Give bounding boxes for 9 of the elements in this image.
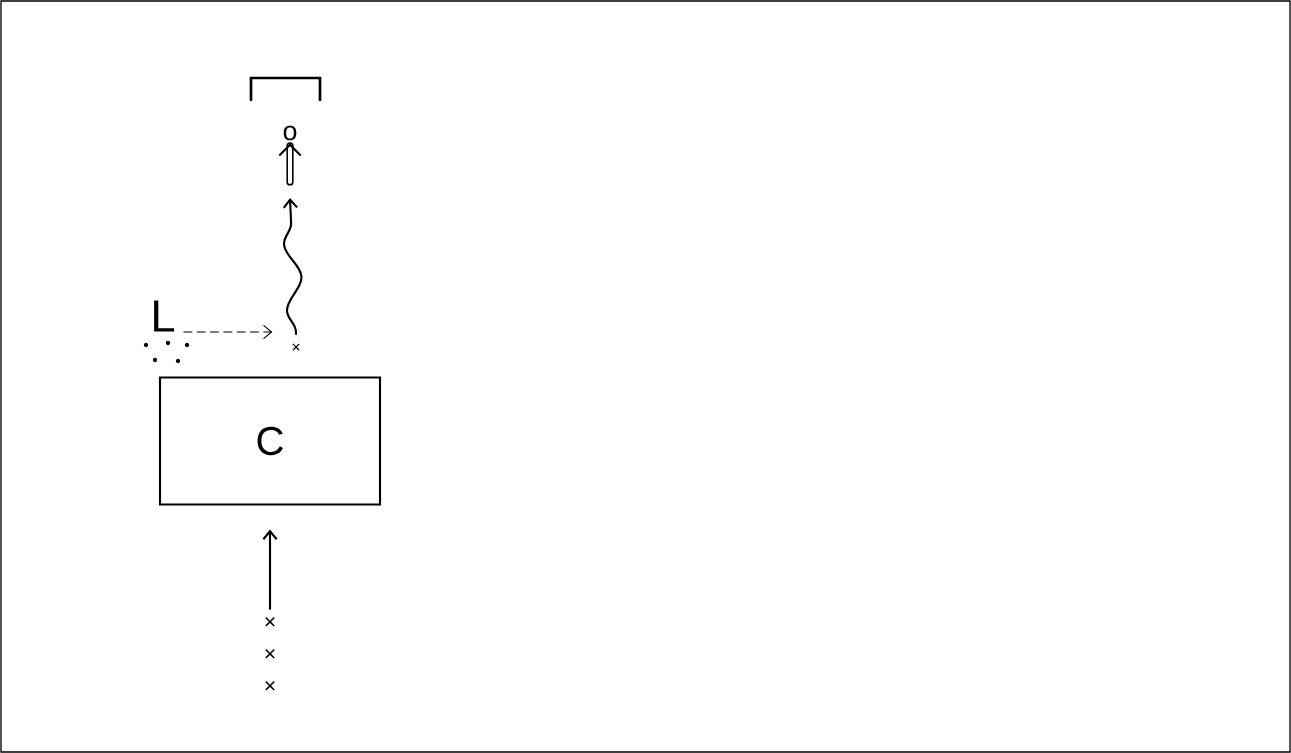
arrow <box>183 324 273 340</box>
letter-label: L <box>154 300 175 332</box>
arrow <box>262 529 278 610</box>
cross-mark: × <box>292 343 300 351</box>
arrow <box>282 198 303 336</box>
letter-label: o <box>283 125 297 141</box>
arrow <box>278 142 302 186</box>
process-box: C <box>158 376 382 506</box>
cross-marks: × × × <box>265 617 275 691</box>
